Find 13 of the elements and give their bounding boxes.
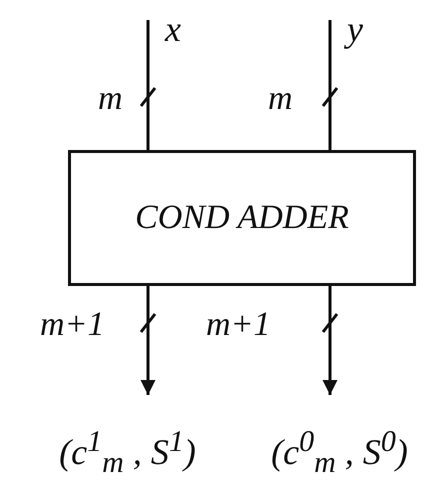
edge-label: m xyxy=(98,82,123,116)
bus-line xyxy=(322,286,338,395)
edge-label: m+1 xyxy=(206,308,270,342)
edge-label: m xyxy=(268,82,293,116)
bus-line xyxy=(140,286,156,395)
adder-block xyxy=(68,150,416,286)
block-label: COND ADDER xyxy=(135,198,349,238)
input-label: x xyxy=(165,9,181,49)
output-label: (c$^{1}$$_{m}$ , S$^{1}$) xyxy=(59,432,196,472)
edge-label: m+1 xyxy=(40,308,104,342)
output-label: (c$^{0}$$_{m}$ , S$^{0}$) xyxy=(271,432,408,472)
bus-line xyxy=(328,20,332,150)
bus-line xyxy=(146,20,150,150)
